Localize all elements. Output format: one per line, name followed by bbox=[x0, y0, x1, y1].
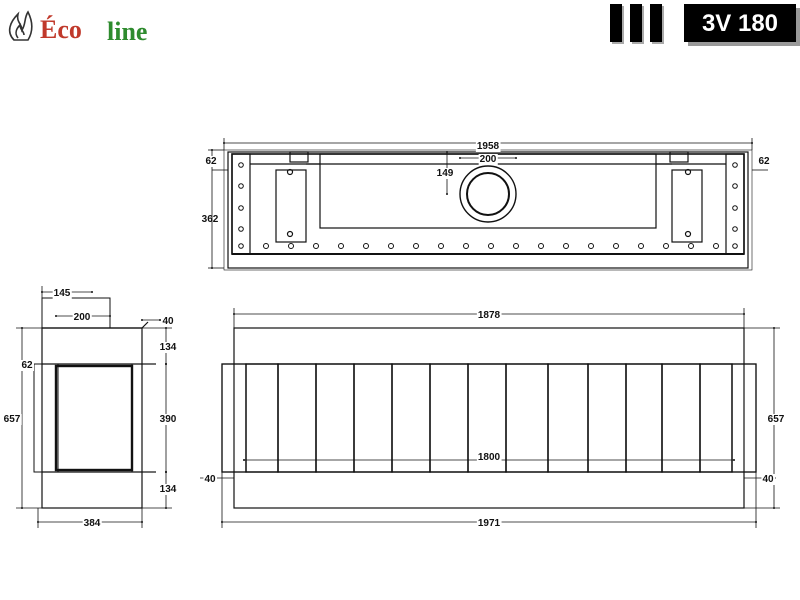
side-view bbox=[33, 297, 156, 509]
dim-front-left-margin: 40 bbox=[204, 474, 216, 485]
dim-side-top-step: 40 bbox=[162, 316, 174, 327]
front-view-glass-panels bbox=[245, 363, 733, 473]
dim-front-height: 657 bbox=[768, 414, 785, 425]
dim-top-flue-offset: 149 bbox=[437, 168, 454, 179]
side-view-dimensions bbox=[16, 286, 172, 528]
model-badge: 3V 180 bbox=[684, 4, 800, 46]
dim-side-flue-offset: 145 bbox=[54, 288, 71, 299]
dim-top-flue-dia: 200 bbox=[480, 154, 497, 165]
dim-side-upper: 134 bbox=[160, 342, 177, 353]
logo-eco-text: Éco bbox=[40, 15, 82, 44]
logo-line-text: line bbox=[107, 17, 147, 46]
dim-side-frame-top: 62 bbox=[21, 360, 33, 371]
model-bars-icon bbox=[610, 4, 664, 44]
dim-front-right-margin: 40 bbox=[762, 474, 774, 485]
top-view-hole-row bbox=[263, 243, 719, 249]
top-view bbox=[223, 149, 753, 271]
dim-side-depth: 384 bbox=[84, 518, 101, 529]
dim-top-left-margin: 62 bbox=[205, 156, 217, 167]
dim-front-top-width: 1878 bbox=[478, 310, 501, 321]
dim-top-width: 1958 bbox=[477, 141, 500, 152]
dim-side-flue-dia: 200 bbox=[74, 312, 91, 323]
dim-front-inner-width: 1800 bbox=[478, 452, 501, 463]
front-view bbox=[221, 327, 757, 509]
model-name: 3V 180 bbox=[702, 10, 778, 37]
front-view-dimensions bbox=[200, 308, 780, 528]
logo: Éco line bbox=[8, 10, 147, 46]
dim-side-lower: 134 bbox=[160, 484, 177, 495]
dim-top-right-margin: 62 bbox=[758, 156, 770, 167]
dim-front-bottom-width: 1971 bbox=[478, 518, 501, 529]
dim-side-glass: 390 bbox=[160, 414, 177, 425]
flame-icon bbox=[8, 10, 33, 41]
dim-top-depth: 362 bbox=[202, 214, 219, 225]
dim-side-height: 657 bbox=[4, 414, 21, 425]
